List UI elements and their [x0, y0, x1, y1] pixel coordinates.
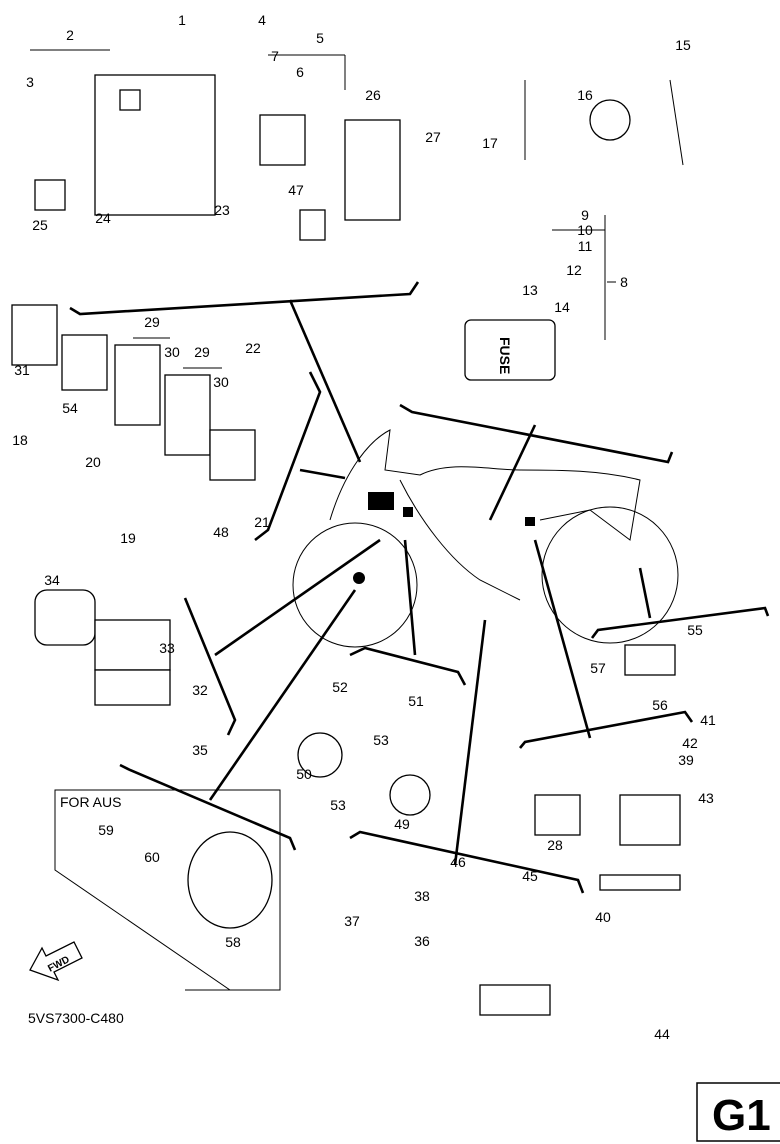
callout: 21 [254, 514, 270, 530]
callout: 18 [12, 432, 28, 448]
callout: 17 [482, 135, 498, 151]
callout: 56 [652, 697, 668, 713]
callout: 58 [225, 934, 241, 950]
callout: 12 [566, 262, 582, 278]
callout: 35 [192, 742, 208, 758]
callout: 3 [26, 74, 34, 90]
part-shapes: FUSE [11, 74, 684, 1016]
callout: 9 [581, 207, 589, 223]
callout: 54 [62, 400, 78, 416]
callout: 49 [394, 816, 410, 832]
callout: 26 [365, 87, 381, 103]
group-leaders [208, 299, 652, 866]
callout: 29 [144, 314, 160, 330]
callout: 34 [44, 572, 60, 588]
callout: 30 [213, 374, 229, 390]
callout: 36 [414, 933, 430, 949]
callout: 1 [178, 12, 186, 28]
callout: 32 [192, 682, 208, 698]
callout: 39 [678, 752, 694, 768]
callout: 29 [194, 344, 210, 360]
callout: 19 [120, 530, 136, 546]
callout: 6 [296, 64, 304, 80]
callout: 5 [316, 30, 324, 46]
callout: 31 [14, 362, 30, 378]
callout: 44 [654, 1026, 670, 1042]
page-label: G1 [712, 1091, 771, 1140]
callout: 43 [698, 790, 714, 806]
callout: 53 [330, 797, 346, 813]
callout: 50 [296, 766, 312, 782]
callout: 23 [214, 202, 230, 218]
callout: 42 [682, 735, 698, 751]
callout: 59 [98, 822, 114, 838]
callout: 16 [577, 87, 593, 103]
callout: 41 [700, 712, 716, 728]
callout: 24 [95, 210, 111, 226]
callout: 53 [373, 732, 389, 748]
callout: 38 [414, 888, 430, 904]
callout: 27 [425, 129, 441, 145]
callout: 51 [408, 693, 424, 709]
callout: 48 [213, 524, 229, 540]
callout: 22 [245, 340, 261, 356]
callout: 4 [258, 12, 266, 28]
callout-labels: 1 2 3 4 5 6 7 8 9 10 11 12 13 14 15 16 1… [12, 12, 716, 1042]
callout: 37 [344, 913, 360, 929]
callout: 33 [159, 640, 175, 656]
callout: 30 [164, 344, 180, 360]
forward-arrow-icon: FWD [29, 941, 83, 982]
motorcycle-outline [292, 429, 679, 648]
callout: 57 [590, 660, 606, 676]
callout: 28 [547, 837, 563, 853]
callout: 8 [620, 274, 628, 290]
callout: 14 [554, 299, 570, 315]
page-label-box: G1 [696, 1082, 780, 1142]
diagram-code: 5VS7300-C480 [28, 1010, 124, 1026]
for-aus-note: FOR AUS [60, 794, 121, 810]
callout: 52 [332, 679, 348, 695]
callout: 45 [522, 868, 538, 884]
callout: 20 [85, 454, 101, 470]
callout: 47 [288, 182, 304, 198]
callout: 11 [578, 238, 593, 254]
callout: 7 [271, 48, 279, 64]
group-brackets [69, 281, 770, 894]
callout: 13 [522, 282, 538, 298]
callout: 25 [32, 217, 48, 233]
callout: 2 [66, 27, 74, 43]
callout: 15 [675, 37, 691, 53]
callout: 55 [687, 622, 703, 638]
callout: 46 [450, 854, 466, 870]
callout: 40 [595, 909, 611, 925]
fuse-label: FUSE [497, 337, 513, 374]
callout: 10 [577, 222, 593, 238]
callout: 60 [144, 849, 160, 865]
